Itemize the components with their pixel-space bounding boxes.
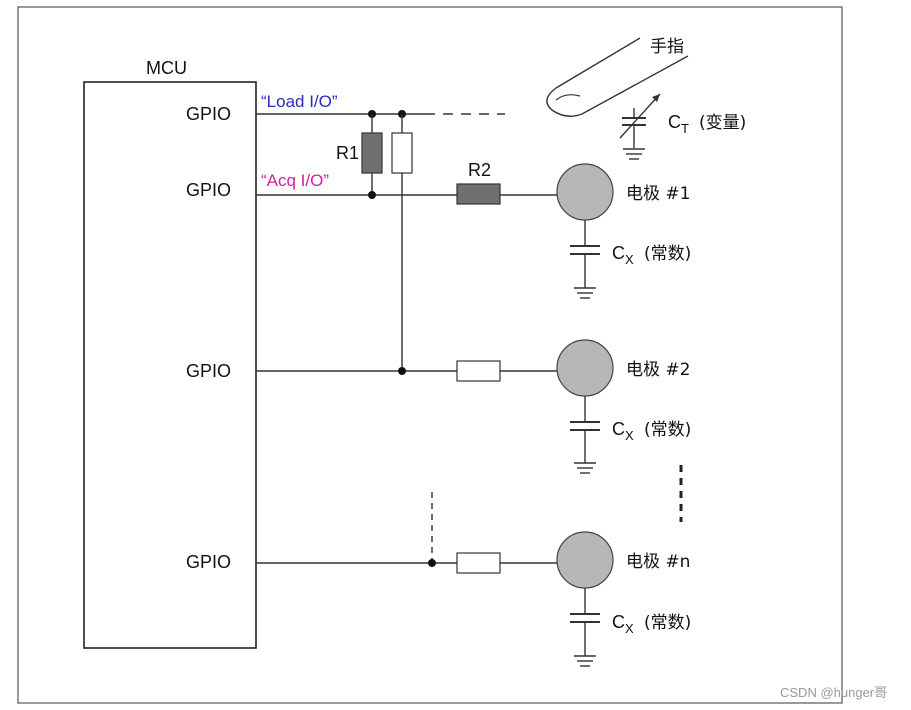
cx-1-ground-icon [574, 287, 596, 299]
electrode-2-label: 电极 #2 [626, 360, 690, 380]
junction-dot [428, 559, 436, 567]
gpio-label-load: GPIO [186, 104, 231, 124]
cx-2-subscript: X [625, 428, 634, 443]
ct-variable-capacitor [619, 93, 661, 148]
gpio-label-acq: GPIO [186, 180, 231, 200]
gpio-label-n: GPIO [186, 552, 231, 572]
cx-1-capacitor [570, 245, 600, 288]
electrode-1 [556, 163, 614, 221]
cx-n-ground-icon [574, 655, 596, 667]
cx-n-capacitor [570, 613, 600, 656]
cx-1-note: (常数) [644, 244, 691, 264]
ct-symbol: C [668, 112, 681, 132]
resistor-row-n [456, 552, 501, 574]
electrode-2 [556, 339, 614, 397]
acq-io-label: “Acq I/O” [261, 171, 329, 190]
resistor-row-2 [456, 360, 501, 382]
finger-label: 手指 [650, 37, 684, 57]
mcu-box [83, 81, 257, 649]
cx-1-subscript: X [625, 252, 634, 267]
cx-2-symbol: C [612, 419, 625, 439]
load-io-label: “Load I/O” [261, 92, 338, 111]
cx-1-symbol: C [612, 243, 625, 263]
resistor-light [391, 132, 413, 174]
electrode-n [556, 531, 614, 589]
cx-1-label: CX [612, 243, 634, 267]
ct-label: CT [668, 112, 689, 136]
junction-dot [368, 191, 376, 199]
gpio-label-2: GPIO [186, 361, 231, 381]
r1-resistor [361, 132, 383, 174]
cx-2-label: CX [612, 419, 634, 443]
ct-subscript: T [681, 121, 689, 136]
finger-illustration [546, 37, 689, 117]
cx-2-ground-icon [574, 462, 596, 474]
ct-ground-icon [623, 148, 645, 160]
cx-2-capacitor [570, 421, 600, 463]
r1-label: R1 [336, 143, 359, 163]
ct-note: (变量) [699, 113, 746, 133]
electrode-n-label: 电极 #n [626, 552, 690, 572]
cx-n-subscript: X [625, 621, 634, 636]
junction-dot [398, 367, 406, 375]
cx-n-symbol: C [612, 612, 625, 632]
watermark: CSDN @hunger哥 [780, 685, 887, 700]
cx-n-note: (常数) [644, 613, 691, 633]
cx-2-note: (常数) [644, 420, 691, 440]
cx-n-label: CX [612, 612, 634, 636]
mcu-label: MCU [146, 58, 187, 78]
r2-resistor [456, 183, 501, 205]
r2-label: R2 [468, 160, 491, 180]
outer-frame [17, 6, 843, 704]
electrode-1-label: 电极 #1 [626, 184, 690, 204]
